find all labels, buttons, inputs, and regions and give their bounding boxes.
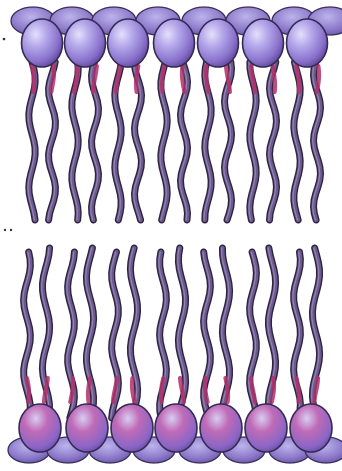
head-tail-junction <box>136 66 138 92</box>
head-tail-junction <box>205 378 207 402</box>
outer-leaflet-tails <box>28 62 320 220</box>
head-tail-junction <box>225 378 228 402</box>
phospholipid-head <box>287 19 328 67</box>
inner-leaflet-tails <box>23 248 320 418</box>
phospholipid-head <box>154 19 195 67</box>
head-tail-junction <box>296 378 299 402</box>
phospholipid-head <box>65 19 106 67</box>
head-tail-junction <box>161 378 163 402</box>
phospholipid-head <box>155 404 197 452</box>
head-tail-junction <box>317 66 319 92</box>
phospholipid-head <box>200 404 242 452</box>
head-tail-junction <box>296 66 299 92</box>
phospholipid-head <box>19 404 61 452</box>
marker-dot-lower-2 <box>10 229 12 231</box>
head-tail-junction <box>272 66 275 92</box>
phospholipid-head <box>198 19 239 67</box>
head-tail-junction <box>32 66 34 92</box>
phospholipid-head <box>290 404 332 452</box>
head-tail-junction <box>27 378 29 402</box>
phospholipid-head <box>22 19 63 67</box>
phospholipid-head <box>243 19 284 67</box>
head-tail-junction <box>132 378 134 402</box>
phospholipid-head <box>66 404 108 452</box>
phospholipid-head <box>245 404 287 452</box>
head-tail-junction <box>206 66 208 92</box>
head-tail-junction <box>272 378 274 402</box>
head-tail-junction <box>162 66 164 92</box>
marker-dot-upper <box>3 38 6 41</box>
phospholipid-head <box>108 19 149 67</box>
head-tail-junction <box>88 378 90 402</box>
phospholipid-head <box>111 404 153 452</box>
head-tail-junction <box>182 66 184 92</box>
marker-dot-lower <box>4 229 6 231</box>
